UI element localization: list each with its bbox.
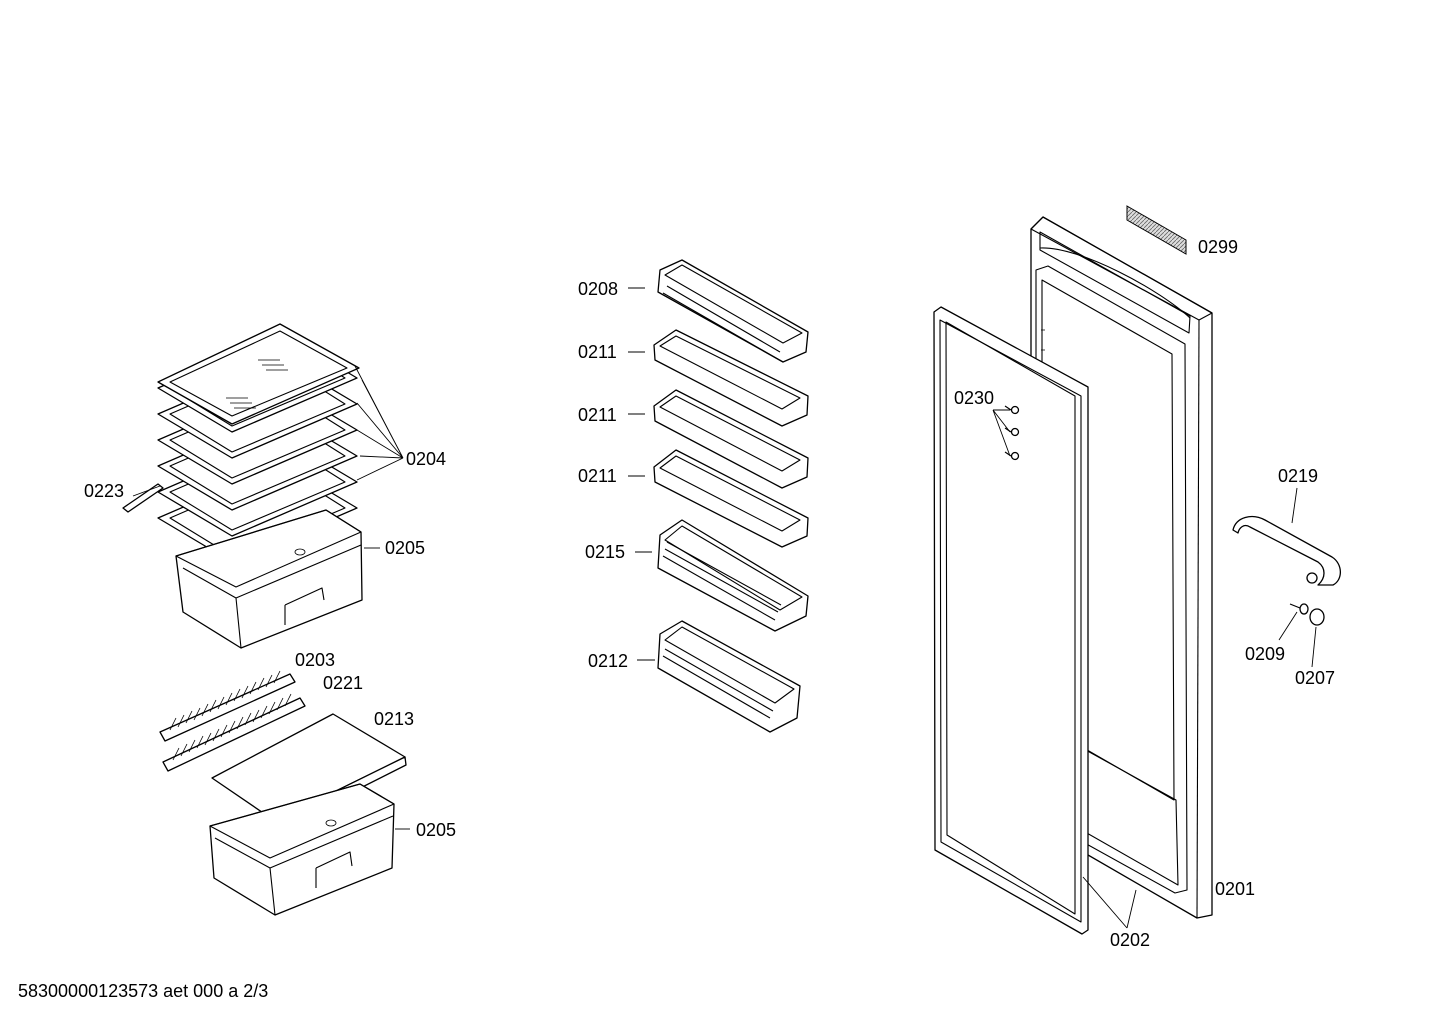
- glass-shelves-stack: [157, 323, 360, 563]
- part-label: 0213: [374, 709, 415, 729]
- door-shelf-0215: [657, 519, 809, 632]
- part-label: 0299: [1198, 237, 1239, 257]
- strip-0223: [122, 483, 164, 513]
- cap-0207: [1309, 608, 1325, 626]
- screws-0230: [1004, 405, 1020, 461]
- part-label: 0203: [295, 650, 336, 670]
- door-shelf-0211-a: [653, 329, 809, 427]
- leader-lines: [354, 287, 1317, 929]
- part-label: 0211: [578, 342, 617, 362]
- door-gasket-0202: [933, 306, 1089, 935]
- part-label: 0215: [585, 542, 626, 562]
- sticker-0299: [1126, 205, 1187, 255]
- door-shelf-0211-b: [653, 389, 809, 489]
- part-label: 0212: [588, 651, 629, 671]
- part-label: 0201: [1215, 879, 1256, 899]
- part-label: 0207: [1295, 668, 1336, 688]
- part-label: 0205: [385, 538, 426, 558]
- door-shelf-0208: [657, 259, 809, 363]
- screw-0209: [1289, 603, 1309, 615]
- part-label: 0221: [323, 673, 364, 693]
- part-label: 0223: [84, 481, 125, 501]
- handle-0219: [1232, 516, 1342, 586]
- part-label: 0209: [1245, 644, 1286, 664]
- part-label: 0211: [578, 405, 617, 425]
- part-label: 0204: [406, 449, 447, 469]
- part-label: 0219: [1278, 466, 1319, 486]
- door-shelf-0211-c: [653, 449, 809, 548]
- part-label: 0230: [954, 388, 995, 408]
- part-label: 0208: [578, 279, 619, 299]
- drawing-footer-id: 58300000123573 aet 000 a 2/3: [18, 981, 269, 1001]
- part-label: 0211: [578, 466, 617, 486]
- drawer-lower: [209, 783, 395, 916]
- part-label: 0202: [1110, 930, 1151, 950]
- grille-0203: [159, 670, 296, 742]
- grille-0221: [162, 693, 306, 772]
- drawer-upper: [175, 509, 363, 649]
- part-label: 0205: [416, 820, 457, 840]
- door-shelf-0212: [657, 620, 801, 733]
